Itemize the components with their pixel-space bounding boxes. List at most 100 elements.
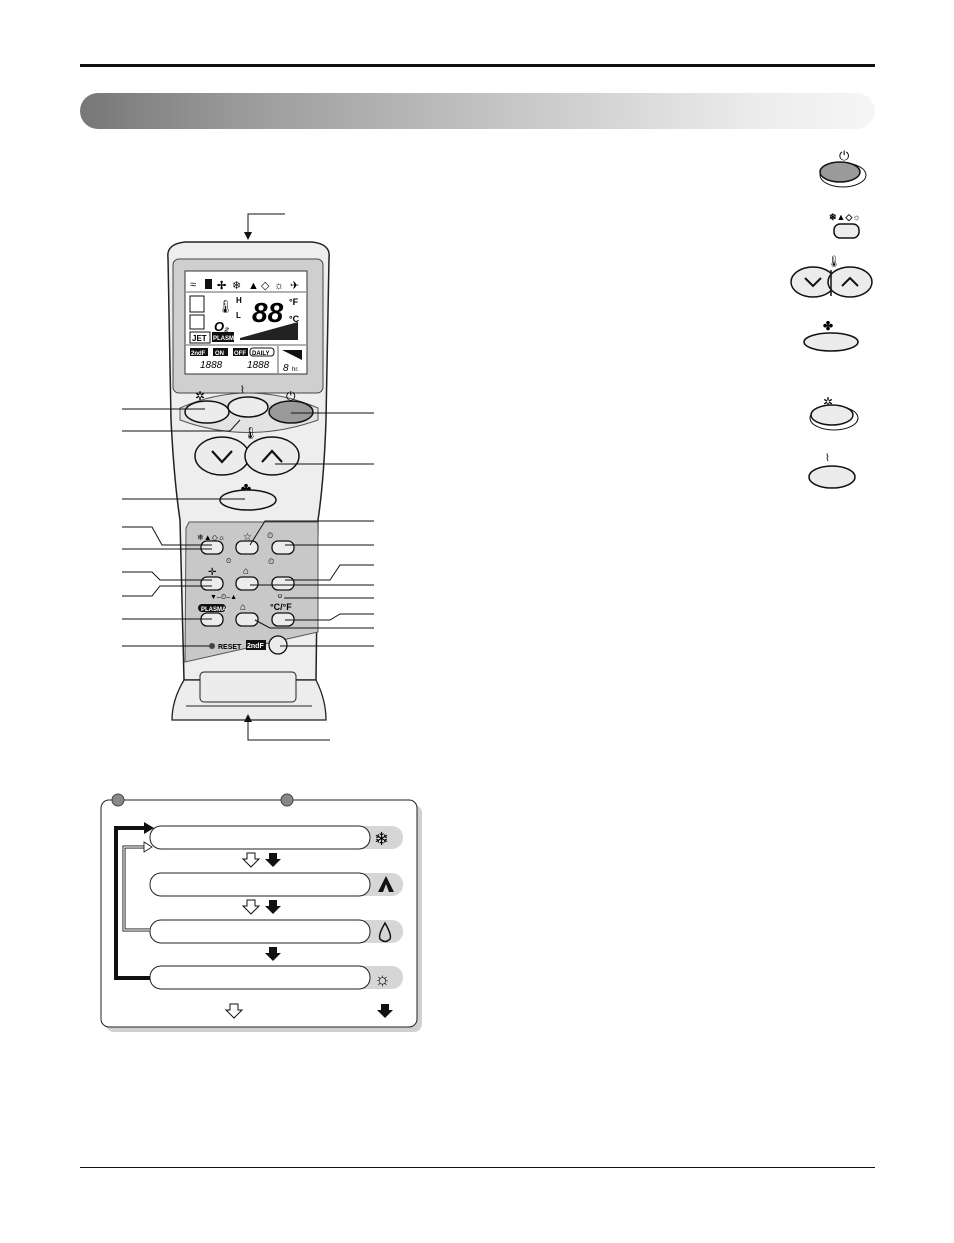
chevron-up-icon (261, 449, 283, 463)
panel-rivet-left (111, 793, 125, 807)
mode-icons: ❄▲◇☼ (829, 212, 861, 222)
clock-icon: ⏲ (226, 558, 232, 565)
timer-on-icon: ⏲ (267, 531, 273, 540)
temp-down-button[interactable] (194, 436, 250, 476)
room-icon (189, 295, 205, 313)
fan-mode-icon: ✢ (217, 280, 226, 292)
solid-arrow-1 (265, 853, 281, 867)
timer-down-icon: ▼–⏲–▲ (210, 594, 237, 601)
droplet-icon (378, 921, 392, 943)
top-rule (80, 64, 875, 67)
hollow-arrow-2 (241, 899, 261, 915)
svg-text:H: H (236, 296, 242, 305)
remote-cover (171, 671, 327, 721)
timer-off-icon: ⏲ (268, 557, 274, 566)
fan-speed-button[interactable] (219, 489, 277, 511)
air-flow-button[interactable] (200, 576, 224, 591)
fan-icon: ✤ (823, 319, 833, 333)
fan-icon: ✤ (241, 482, 251, 496)
svg-text:RESET: RESET (218, 644, 242, 651)
transmitter-callout (244, 213, 285, 240)
air-swing-illustration: ⌇ (808, 453, 856, 489)
mode-bar-heat: ☼ (149, 965, 403, 990)
solid-arrow-2 (265, 900, 281, 914)
svg-text:L: L (236, 311, 241, 320)
dry-mode-lcd-icon: ◇ (261, 280, 270, 292)
fan-button-illustration: ✤ (803, 319, 859, 352)
temp-up-button[interactable] (244, 436, 300, 476)
fan-speed-bars (240, 322, 298, 340)
cover-callout (244, 714, 330, 741)
svg-text:ON: ON (215, 351, 224, 357)
hollow-arrow-1 (241, 852, 261, 868)
fan-speed-area: ✤ (219, 482, 277, 511)
vertical-swing-icon: ⌇ (825, 453, 830, 464)
chaos-swing-button[interactable] (184, 400, 230, 424)
chaos-swing-illustration: ✲ (809, 395, 859, 431)
home-icon: ⌂ (243, 566, 249, 577)
section-header-bar (80, 93, 875, 129)
auto-mode-lcd-icon: ▲ (248, 280, 259, 292)
heat-mode-lcd-icon: ☼ (274, 280, 284, 292)
solid-arrow-legend (377, 1004, 393, 1018)
power-symbol-icon: ⏻ (839, 148, 849, 163)
room-temp-button[interactable] (235, 576, 259, 591)
thermometer-small-icon: 🌡 (243, 426, 258, 440)
svg-text:°F: °F (289, 297, 299, 307)
operation-mode-button[interactable] (200, 540, 224, 555)
cool-cycle-arrow (123, 846, 150, 931)
signal-icon: ≈ (190, 279, 196, 291)
timer-cancel-button[interactable] (271, 576, 295, 591)
left-leader-lines (122, 408, 245, 647)
thermometer-icon: 🌡 (217, 299, 234, 314)
svg-text:hr.: hr. (292, 367, 299, 373)
battery-icon (205, 279, 212, 289)
svg-text:8: 8 (283, 363, 289, 374)
lcd-temperature-digits: 88 (252, 297, 284, 328)
air-direction-icon: ✛ (208, 567, 216, 578)
mode-bar-dry (149, 919, 403, 944)
mode-icons-small: ❄▲◇☼ (197, 533, 225, 542)
heat-cycle-arrow (114, 826, 150, 980)
sleep-mode-button[interactable] (235, 540, 259, 555)
mode-button-illustration: ❄▲◇☼ (829, 212, 861, 239)
svg-text:PLASMA: PLASMA (213, 336, 239, 342)
second-function-button[interactable] (268, 635, 288, 655)
mode-bar-auto (149, 872, 403, 897)
chaos-swing-icon: ✲ (823, 395, 833, 409)
svg-text:2ndF: 2ndF (191, 351, 206, 357)
timer-button[interactable] (271, 540, 295, 555)
swing-icon (189, 314, 205, 330)
sleep-icon: ☆ (243, 532, 252, 543)
snowflake-icon: ❄ (374, 829, 389, 849)
chaos-swing-icon: ✲ (195, 389, 205, 403)
svg-text:2ndF: 2ndF (247, 643, 264, 650)
vertical-swing-icon: ⌇ (240, 385, 245, 396)
svg-text:1888: 1888 (247, 360, 270, 371)
auto-mode-icon (378, 876, 394, 892)
air-swing-button[interactable] (227, 396, 269, 418)
power-button[interactable] (268, 400, 314, 424)
temperature-buttons: 🌡 (194, 426, 300, 476)
svg-text:°C/°F: °C/°F (270, 602, 292, 612)
svg-text:JET: JET (192, 334, 207, 343)
function-panel: ❄▲◇☼ ☆ ⏲ ⏲ ⏲ ✛ ⌂ ▼–⏲–▲ ʊ PLASMA ⌂ °C/°F … (184, 521, 319, 663)
cool-mode-icon: ❄ (232, 280, 241, 292)
lcd-display: ≈ ✢ ❄ ▲ ◇ ☼ ✈ 🌡 H L 88 °F °C O₂ JET PLAS… (186, 279, 306, 374)
power-button-illustration: ⏻ (819, 148, 867, 188)
hollow-arrow-legend (224, 1003, 244, 1019)
svg-text:DAILY: DAILY (252, 351, 269, 357)
chevron-down-icon (211, 450, 233, 464)
temp-buttons-illustration: 🌡 (790, 255, 873, 298)
sun-icon: ☼ (374, 969, 391, 989)
airflow-lcd-icon: ✈ (290, 280, 299, 292)
auto-clean-button[interactable] (235, 612, 259, 627)
bottom-rule (80, 1167, 875, 1168)
reset-button[interactable] (209, 643, 215, 649)
mode-sequence-panel: ❄ ☼ (100, 793, 422, 1032)
right-leader-lines (249, 412, 374, 647)
o2-icon: O₂ (214, 319, 229, 334)
upper-button-cluster: ✲ ⌇ ⏻ (179, 385, 319, 433)
svg-text:1888: 1888 (200, 360, 223, 371)
